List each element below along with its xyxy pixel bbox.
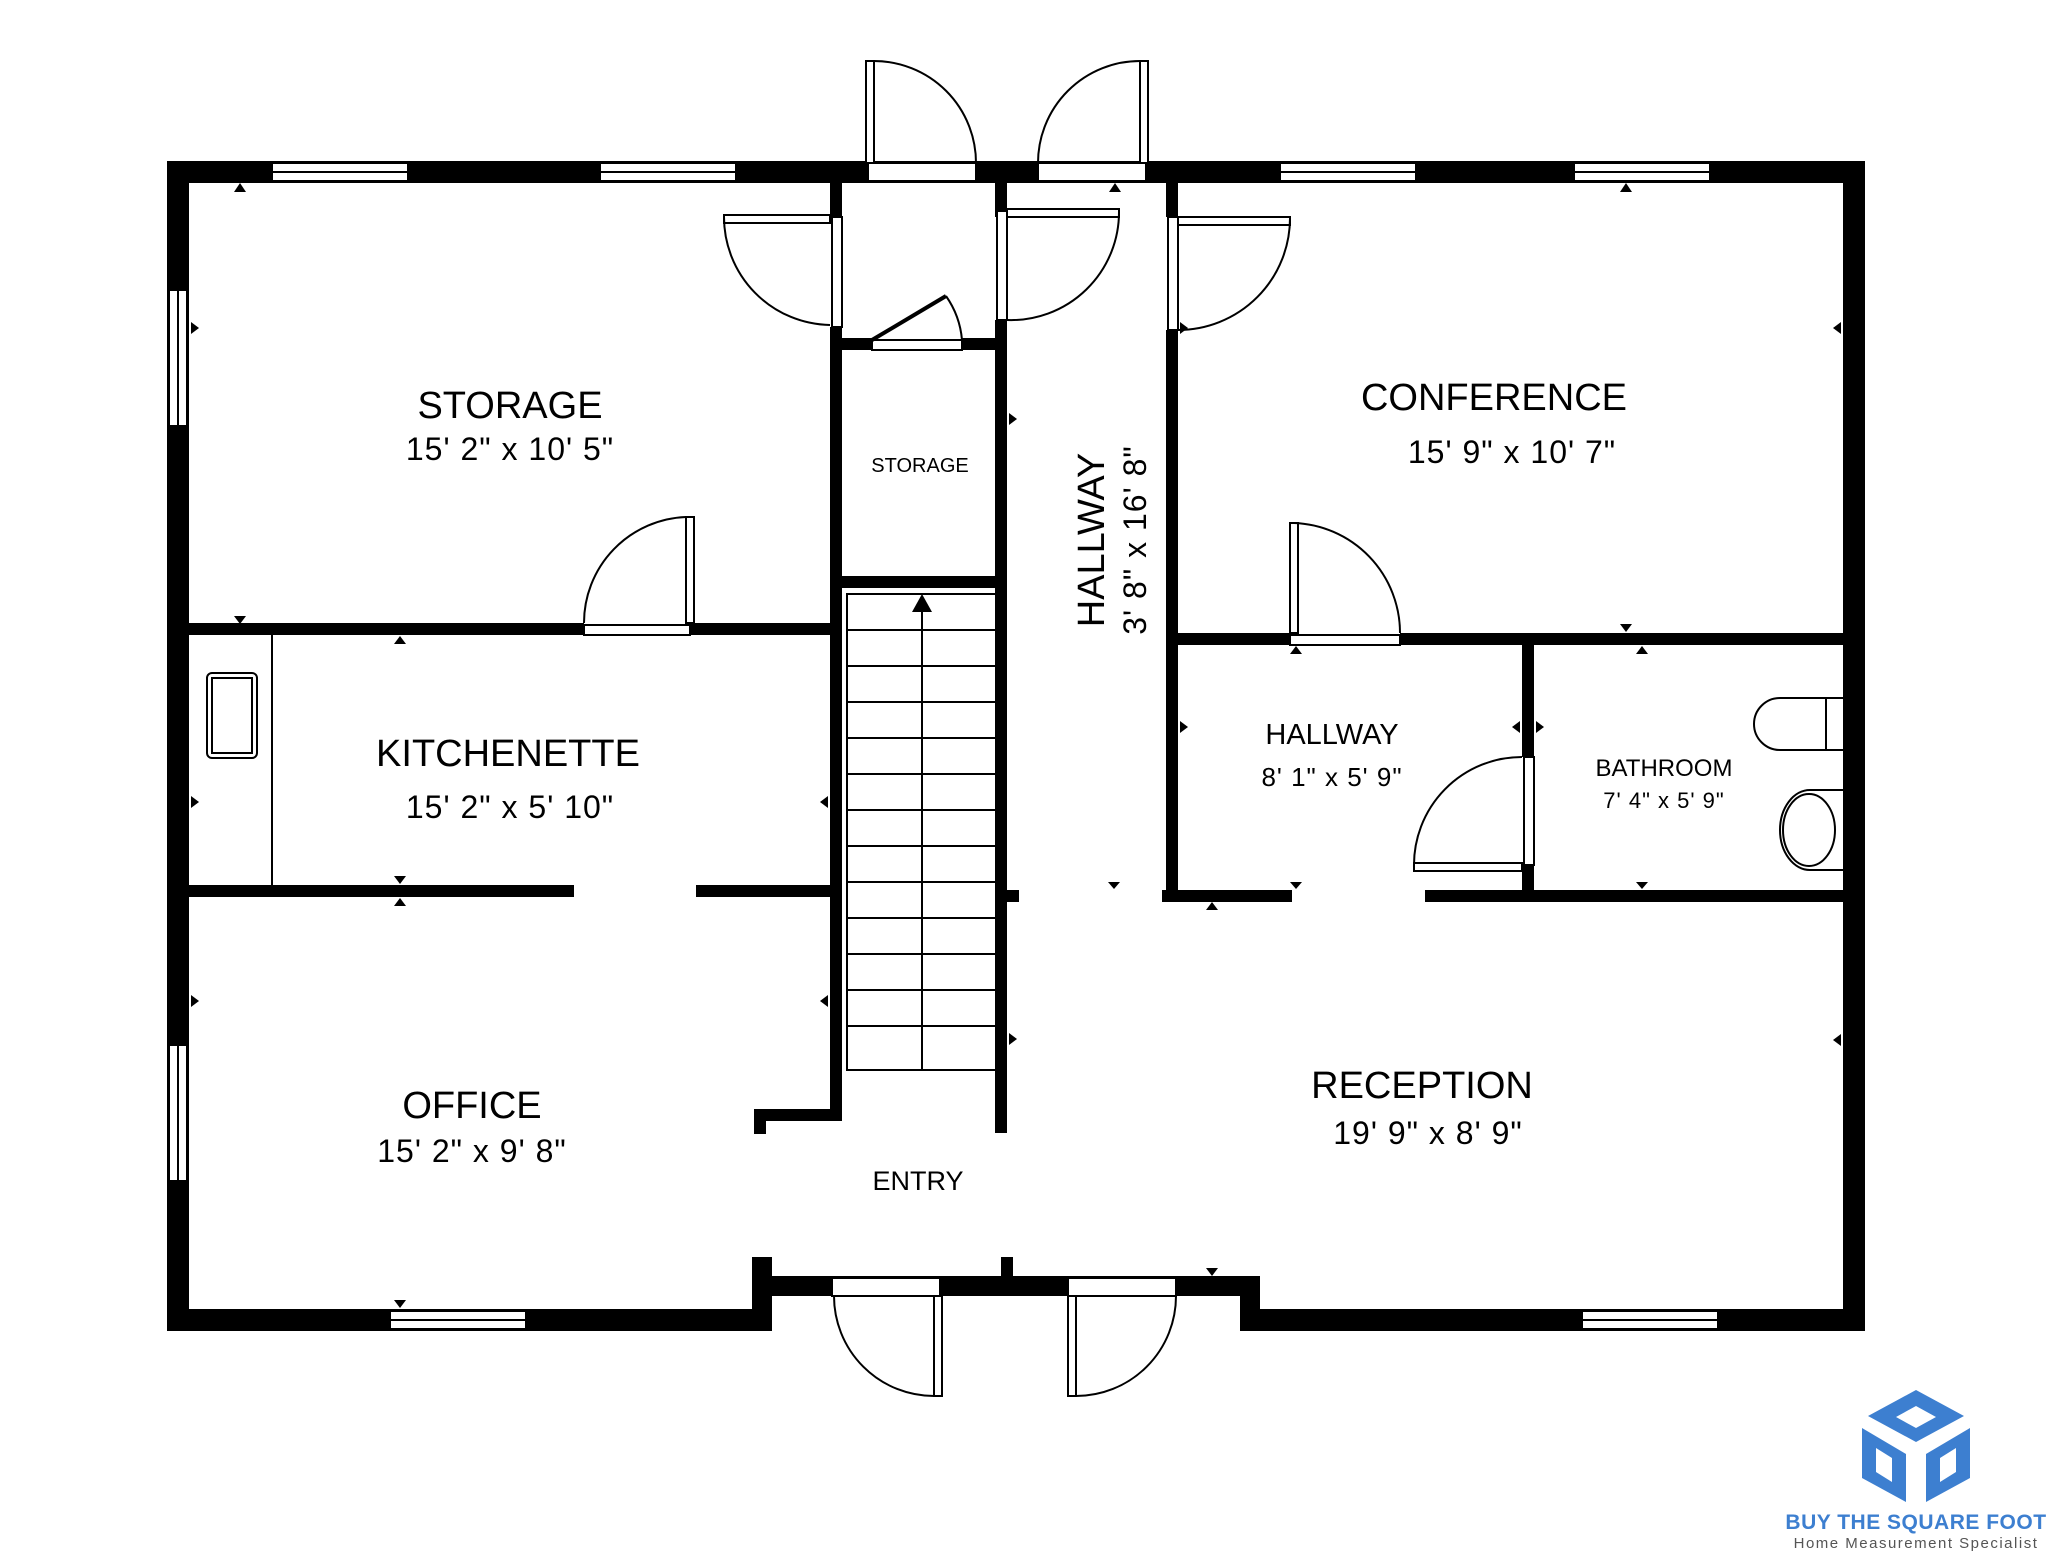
room-dims-bathroom: 7' 4" x 5' 9" (1603, 788, 1724, 813)
measurement-markers (191, 183, 1841, 1308)
room-name-kitchenette: KITCHENETTE (376, 733, 640, 775)
room-name-storage-small: STORAGE (871, 455, 968, 477)
room-dims-hallway-main: 3' 8" x 16' 8" (1117, 445, 1153, 634)
staircase (846, 593, 998, 1071)
room-name-storage: STORAGE (417, 385, 602, 427)
room-dims-conference: 15' 9" x 10' 7" (1408, 434, 1616, 470)
room-name-entry: ENTRY (872, 1166, 963, 1196)
sink-icon (206, 672, 258, 759)
cube-logo-icon (1862, 1390, 1970, 1502)
room-dims-kitchenette: 15' 2" x 5' 10" (406, 789, 614, 825)
fixtures (206, 635, 1847, 885)
company-logo: BUY THE SQUARE FOOT Home Measurement Spe… (1785, 1390, 2046, 1552)
room-name-conference: CONFERENCE (1361, 377, 1627, 419)
doors (583, 60, 1535, 1397)
room-name-bathroom: BATHROOM (1596, 755, 1733, 782)
logo-name: BUY THE SQUARE FOOT (1785, 1511, 2046, 1534)
room-labels: STORAGE 15' 2" x 10' 5" STORAGE HALLWAY … (376, 377, 1732, 1196)
interior-walls (189, 183, 1843, 1277)
room-name-hallway-small: HALLWAY (1265, 719, 1398, 751)
logo-tagline: Home Measurement Specialist (1794, 1535, 2039, 1552)
room-dims-hallway-small: 8' 1" x 5' 9" (1261, 762, 1402, 792)
room-name-hallway-main: HALLWAY (1071, 453, 1113, 628)
toilet-icon (1779, 789, 1847, 871)
room-dims-reception: 19' 9" x 8' 9" (1333, 1115, 1522, 1151)
bathtub-icon (1753, 697, 1846, 751)
room-dims-storage: 15' 2" x 10' 5" (406, 431, 614, 467)
room-name-office: OFFICE (402, 1085, 541, 1127)
room-dims-office: 15' 2" x 9' 8" (377, 1133, 566, 1169)
windows (168, 162, 1719, 1330)
room-name-reception: RECEPTION (1311, 1065, 1533, 1107)
